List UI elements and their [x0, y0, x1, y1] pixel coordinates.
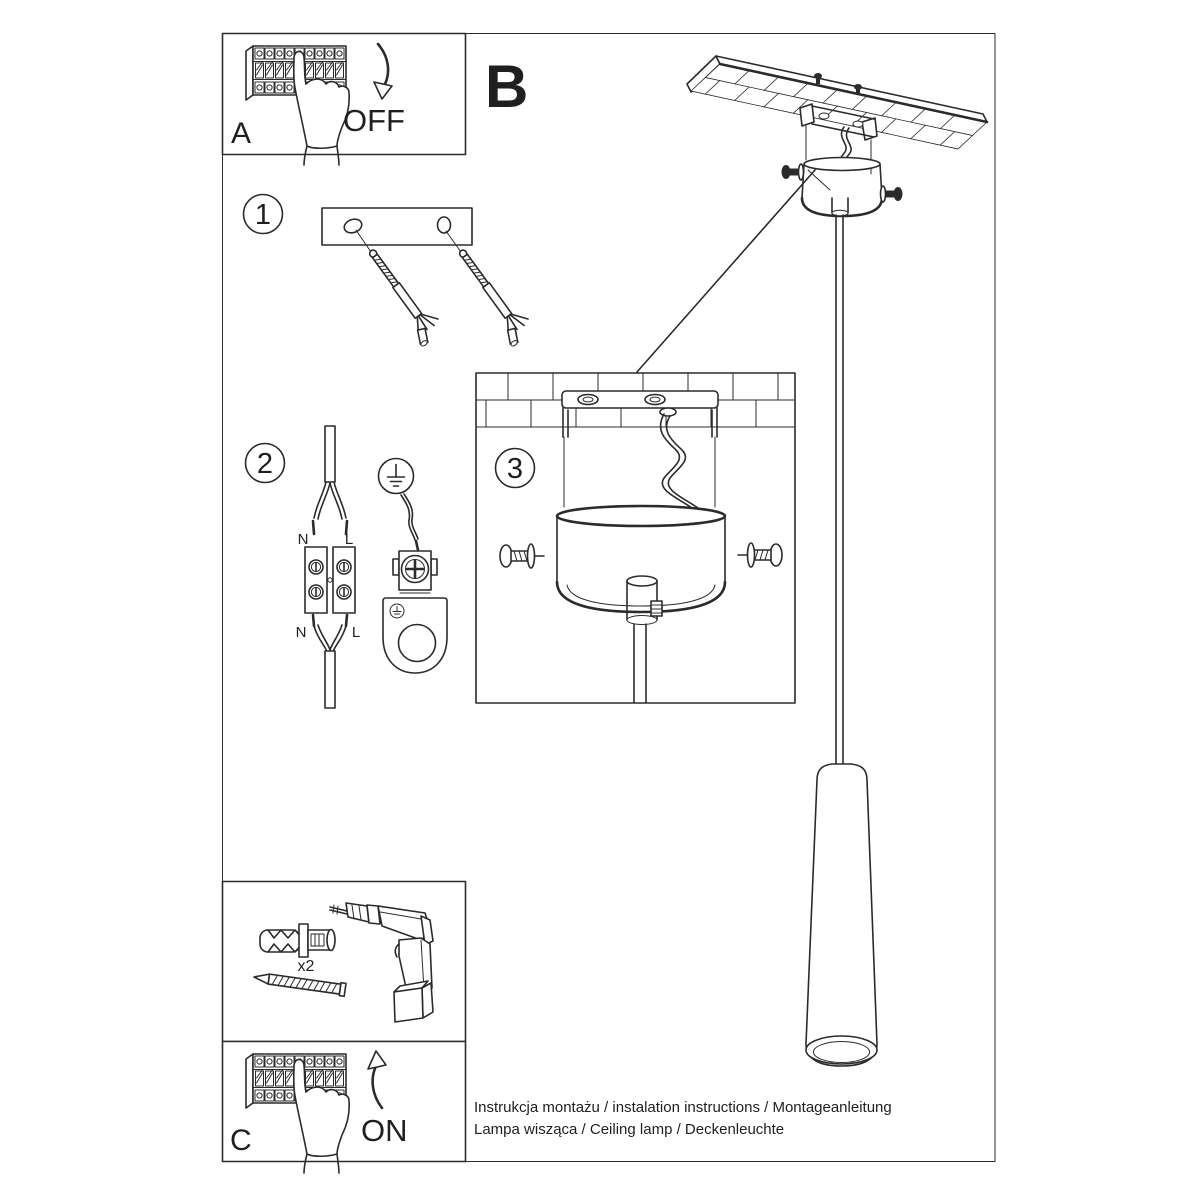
brick-wall: [475, 372, 796, 428]
section-label-b: B: [485, 53, 528, 120]
caption-line1: Instrukcja montażu / instalation instruc…: [474, 1099, 892, 1116]
canopy-detail: [499, 504, 783, 703]
off-label: OFF: [343, 103, 405, 138]
detail-box: [475, 372, 796, 704]
caption-line2: Lampa wisząca / Ceiling lamp / Deckenleu…: [474, 1121, 784, 1138]
step2-number: 2: [257, 448, 273, 480]
panel-screw: [814, 73, 822, 84]
pendant-lamp: [805, 763, 878, 1067]
step2-group: 2 N L N L: [244, 425, 448, 709]
canopy-wire: [659, 413, 699, 509]
arrow-down-icon: [373, 42, 393, 100]
mounting-bracket-detail: [561, 390, 719, 508]
label-neutral-top: N: [298, 531, 309, 548]
panel-screw: [854, 84, 862, 95]
power-cable-top: [311, 425, 349, 536]
main-view: [636, 55, 989, 1067]
power-cable-bottom: [311, 613, 349, 709]
label-neutral-bottom: N: [296, 624, 307, 641]
drill-icon: [329, 902, 434, 1023]
step1-number: 1: [255, 199, 271, 231]
hanging-cable: [835, 214, 844, 767]
mounting-bracket-main: [799, 103, 878, 175]
power-on-step: ON C: [230, 1050, 408, 1174]
wall-plug-icon: [259, 923, 336, 958]
ceiling-panel: [686, 55, 989, 150]
on-label: ON: [361, 1113, 408, 1148]
label-live-bottom: L: [352, 624, 360, 641]
cable-gland: [626, 575, 663, 625]
step3-number: 3: [507, 453, 523, 485]
tools-group: x2: [253, 902, 434, 1023]
lamp-opening: [813, 1041, 870, 1063]
earth-pigtail-wire: [400, 493, 420, 552]
plate-hole-right: [436, 216, 452, 234]
section-label-a: A: [231, 117, 251, 150]
anchor-count-label: x2: [298, 958, 315, 975]
power-off-step: OFF A: [231, 42, 405, 166]
step1-group: 1: [242, 193, 537, 348]
step1-badge: [242, 193, 284, 235]
step3-badge: [494, 447, 536, 489]
detail-leader-line: [636, 169, 816, 373]
screw-icon: [253, 973, 347, 998]
plate-hole-left: [343, 218, 363, 234]
caption-block: Instrukcja montażu / instalation instruc…: [474, 1099, 892, 1138]
terminal-block: [304, 546, 356, 614]
step3-group: 3: [475, 372, 796, 704]
arrow-up-icon: [367, 1050, 387, 1110]
step2-badge: [244, 442, 286, 484]
section-label-c: C: [230, 1124, 252, 1157]
label-live-top: L: [345, 531, 353, 548]
canopy-main: [780, 156, 904, 218]
earth-symbol-icon: [377, 457, 415, 495]
ground-terminal: [382, 550, 448, 674]
